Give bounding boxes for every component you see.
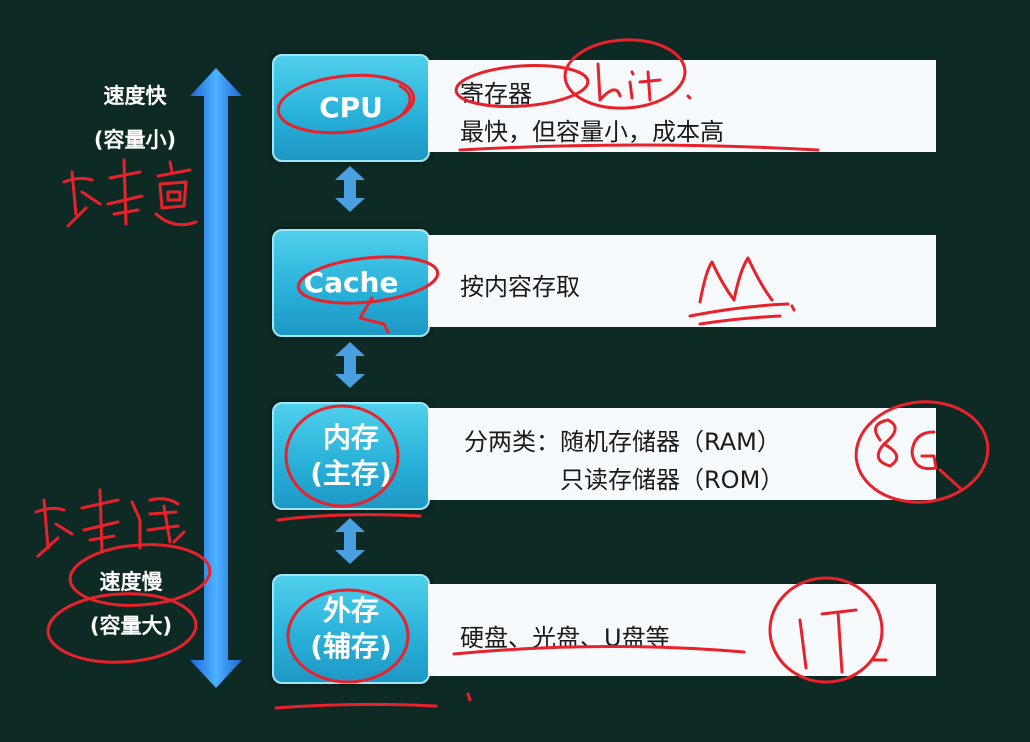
connector-memory-storage	[335, 518, 365, 564]
tier-memory-subname: (主存)	[310, 457, 392, 490]
tier-cache-box: Cache	[272, 229, 430, 337]
tier-memory-panel: 分两类：随机存储器（RAM） 只读存储器（ROM）	[428, 408, 936, 500]
tier-storage-desc-1: 硬盘、光盘、U盘等	[460, 624, 670, 652]
tier-storage-name: 外存	[322, 594, 379, 627]
axis-top-sublabel: (容量小)	[93, 128, 177, 152]
tier-cache-panel: 按内容存取	[428, 235, 936, 327]
handwriting-cost-low	[34, 488, 186, 558]
connector-cache-memory	[335, 342, 365, 388]
tier-cpu-box: CPU	[272, 54, 430, 162]
tier-cpu-panel: 寄存器 最快，但容量小，成本高	[428, 60, 936, 152]
tier-memory-desc-2: 只读存储器（ROM）	[560, 466, 785, 494]
tier-storage-subname: (辅存)	[310, 630, 392, 663]
connector-cpu-cache	[335, 166, 365, 212]
tier-cpu-desc-2: 最快，但容量小，成本高	[460, 118, 724, 146]
axis-top-label: 速度快	[103, 84, 167, 108]
tier-cpu-name: CPU	[319, 91, 383, 124]
speed-axis-arrow	[190, 68, 242, 688]
tier-memory-box: 内存 (主存)	[272, 402, 430, 510]
tier-memory-name: 内存	[322, 421, 379, 454]
tier-storage-panel: 硬盘、光盘、U盘等	[428, 584, 936, 676]
tier-cache-desc-1: 按内容存取	[460, 273, 580, 301]
tier-cache-name: Cache	[303, 266, 399, 299]
tier-cpu-desc-1: 寄存器	[460, 80, 532, 108]
tier-storage-box: 外存 (辅存)	[272, 574, 430, 684]
tier-memory-desc-1: 分两类：随机存储器（RAM）	[464, 428, 781, 456]
handwriting-cost-high	[62, 158, 198, 228]
